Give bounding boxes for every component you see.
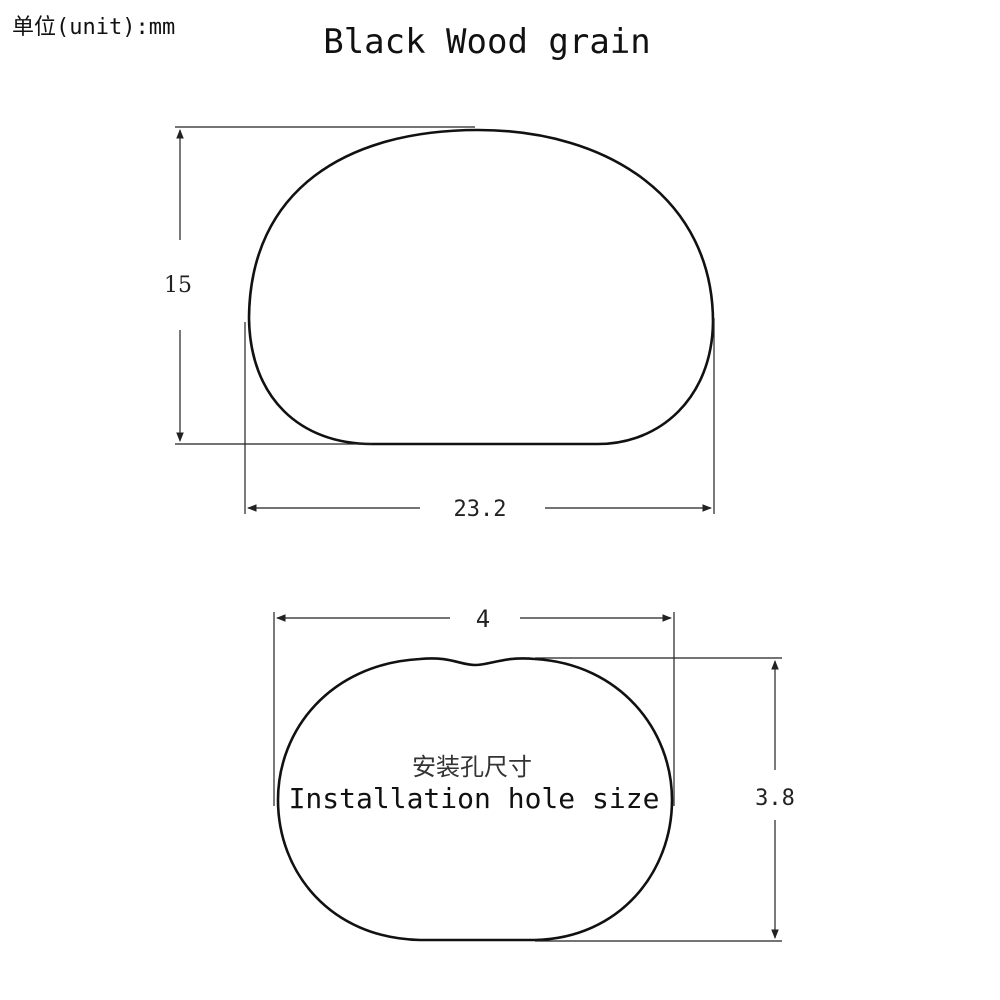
knob-outline <box>247 128 715 446</box>
hole-height-label: 3.8 <box>755 786 795 811</box>
hole-width-label: 4 <box>476 605 490 633</box>
knob-width-label: 23.2 <box>454 497 507 522</box>
hole-caption-en: Installation hole size <box>289 782 660 815</box>
unit-label: 单位(unit):mm <box>12 15 175 40</box>
hole-outline <box>276 657 674 942</box>
page-title: Black Wood grain <box>323 22 651 62</box>
knob-height-label: 15 <box>164 273 192 298</box>
hole-caption-cn: 安装孔尺寸 <box>412 753 532 781</box>
